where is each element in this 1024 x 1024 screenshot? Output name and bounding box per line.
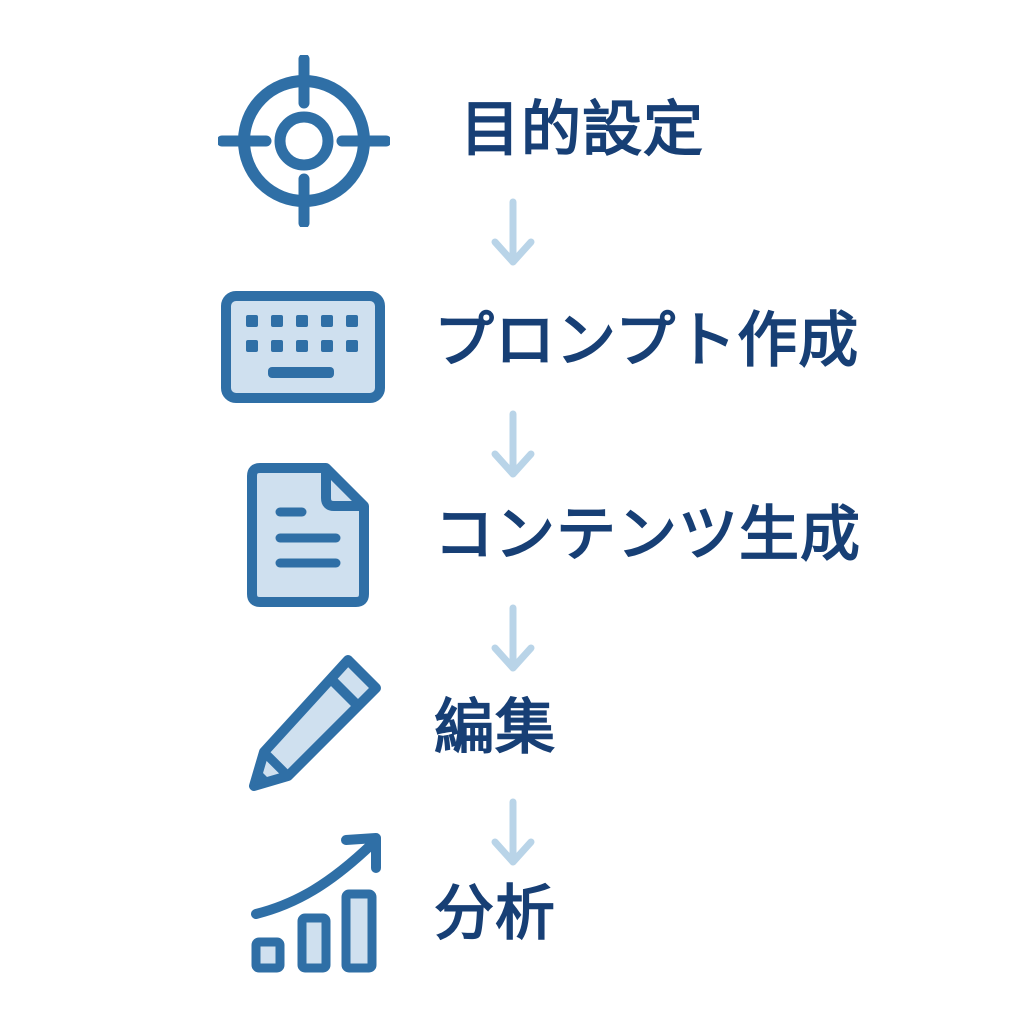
keyboard-icon bbox=[220, 290, 386, 404]
down-arrow-icon bbox=[488, 198, 538, 268]
step-label-goal-setting: 目的設定 bbox=[460, 95, 704, 165]
pencil-icon bbox=[240, 648, 390, 796]
down-arrow-icon bbox=[488, 798, 538, 868]
growth-chart-icon bbox=[246, 830, 388, 976]
step-label-editing: 編集 bbox=[434, 693, 556, 763]
step-label-analysis: 分析 bbox=[434, 879, 556, 949]
step-label-content-generation: コンテンツ生成 bbox=[434, 500, 861, 570]
down-arrow-icon bbox=[488, 410, 538, 480]
step-label-prompt-creation: プロンプト作成 bbox=[434, 306, 860, 376]
target-icon bbox=[218, 55, 390, 227]
down-arrow-icon bbox=[488, 604, 538, 674]
document-icon bbox=[246, 462, 370, 608]
